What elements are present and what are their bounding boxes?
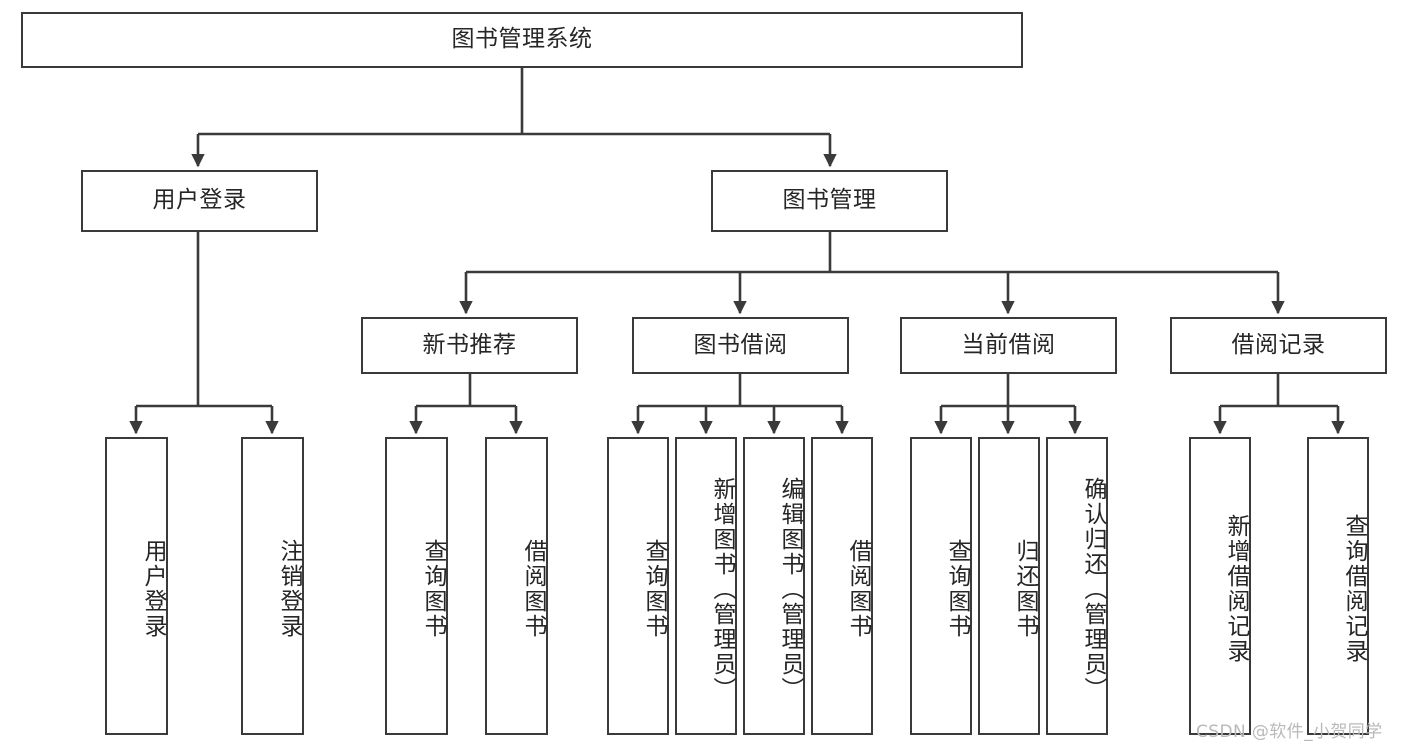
node-label: 新增图书（管理员） <box>709 476 735 702</box>
leaf-current-confirm-return-admin[interactable]: 确认归还（管理员） <box>1046 437 1108 735</box>
node-label: 用户登录 <box>140 539 166 639</box>
leaf-new-book-query[interactable]: 查询图书 <box>385 437 448 735</box>
leaf-records-add-record[interactable]: 新增借阅记录 <box>1189 437 1251 735</box>
leaf-borrow-borrow-book[interactable]: 借阅图书 <box>811 437 873 735</box>
node-label: 借阅记录 <box>1231 331 1326 358</box>
leaf-borrow-edit-book-admin[interactable]: 编辑图书（管理员） <box>743 437 805 735</box>
node-label: 图书借阅 <box>693 331 788 358</box>
node-label: 查询图书 <box>420 539 446 639</box>
node-label: 归还图书 <box>1012 539 1038 639</box>
node-label: 查询图书 <box>944 539 970 639</box>
leaf-borrow-query-book[interactable]: 查询图书 <box>607 437 669 735</box>
leaf-user-login-signin[interactable]: 用户登录 <box>105 437 168 735</box>
node-label: 编辑图书（管理员） <box>777 476 803 702</box>
node-label: 查询图书 <box>641 539 667 639</box>
node-label: 当前借阅 <box>961 331 1056 358</box>
node-user-login[interactable]: 用户登录 <box>81 170 318 232</box>
node-book-management[interactable]: 图书管理 <box>711 170 948 232</box>
node-label: 查询借阅记录 <box>1341 514 1367 664</box>
node-label: 借阅图书 <box>845 539 871 639</box>
node-label: 用户登录 <box>152 187 247 214</box>
node-label: 借阅图书 <box>520 539 546 639</box>
node-label: 新书推荐 <box>422 331 517 358</box>
node-label: 确认归还（管理员） <box>1080 476 1106 702</box>
node-label: 新增借阅记录 <box>1223 514 1249 664</box>
leaf-current-return-book[interactable]: 归还图书 <box>978 437 1040 735</box>
node-current-borrow[interactable]: 当前借阅 <box>900 317 1117 374</box>
leaf-new-book-borrow[interactable]: 借阅图书 <box>485 437 548 735</box>
leaf-current-query-book[interactable]: 查询图书 <box>910 437 972 735</box>
node-label: 图书管理 <box>782 187 877 214</box>
node-book-borrow[interactable]: 图书借阅 <box>632 317 849 374</box>
leaf-user-login-signout[interactable]: 注销登录 <box>241 437 304 735</box>
node-borrow-records[interactable]: 借阅记录 <box>1170 317 1387 374</box>
node-label: 注销登录 <box>276 539 302 639</box>
node-new-book-recommend[interactable]: 新书推荐 <box>361 317 578 374</box>
node-root-system[interactable]: 图书管理系统 <box>21 12 1023 68</box>
node-label: 图书管理系统 <box>451 26 593 53</box>
leaf-borrow-add-book-admin[interactable]: 新增图书（管理员） <box>675 437 737 735</box>
leaf-records-query-record[interactable]: 查询借阅记录 <box>1307 437 1369 735</box>
csdn-watermark: CSDN @软件_小贺同学 <box>1196 722 1383 742</box>
